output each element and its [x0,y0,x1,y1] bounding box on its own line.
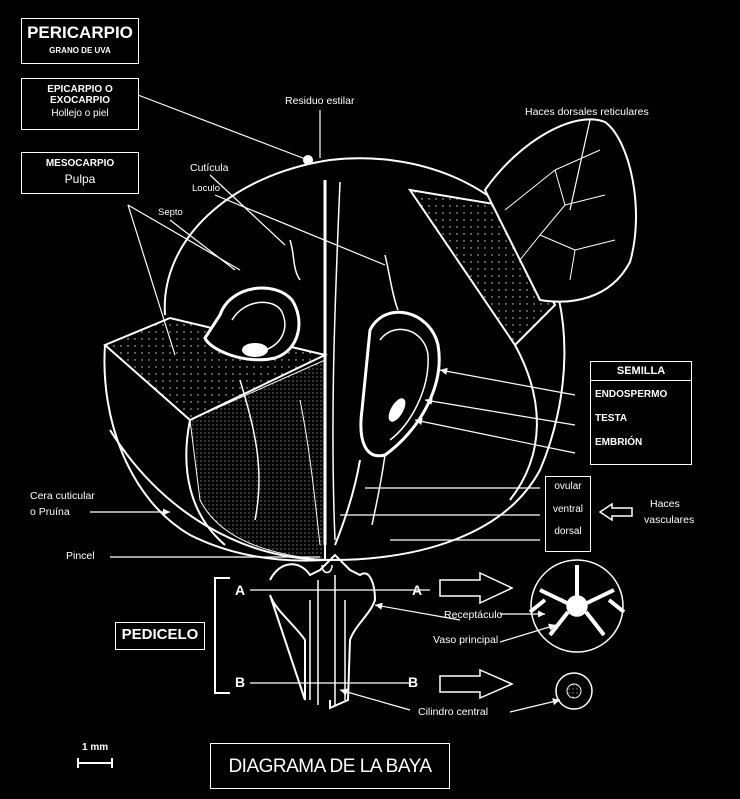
vascular-box: ovular ventral dorsal [545,476,591,552]
semilla-part-testa: TESTA [591,413,691,424]
vaso-principal-label: Vaso principal [433,634,498,646]
epicarpio-title-line2: EXOCARPIO [22,95,138,106]
cilindro-central-label: Cilindro central [418,706,488,718]
semilla-part-endospermo: ENDOSPERMO [591,389,691,400]
cera-label-2: o Pruína [30,506,70,518]
pedicelo-box: PEDICELO [115,622,205,650]
haces-vasculares-label-2: vasculares [644,514,694,526]
pedicelo-label: PEDICELO [116,626,204,643]
pedicel [270,555,375,708]
epicarpio-box: EPICARPIO O EXOCARPIO Hollejo o piel [21,78,139,130]
pericarpio-box: PERICARPIO GRANO DE UVA [21,18,139,64]
pericarpio-subtitle: GRANO DE UVA [22,46,138,55]
semilla-title: SEMILLA [590,362,692,381]
section-a-right: A [412,582,422,598]
mesocarpio-title: MESOCARPIO [22,158,138,169]
section-b-right: B [408,674,418,690]
semilla-box: SEMILLA ENDOSPERMO TESTA EMBRIÓN [590,361,692,465]
vascular-ovular: ovular [546,481,590,492]
vascular-dorsal: dorsal [546,526,590,537]
epicarpio-title-line1: EPICARPIO O [22,84,138,95]
section-a-left: A [235,582,245,598]
septo-label: Septo [158,207,183,218]
section-b-left: B [235,674,245,690]
loculo-label: Loculo [192,183,220,194]
receptaculo-label: Receptáculo [444,609,502,621]
mesocarpio-box: MESOCARPIO Pulpa [21,152,139,194]
pincel-label: Pincel [66,550,95,562]
diagram-title: DIAGRAMA DE LA BAYA [211,756,449,778]
semilla-part-embrion: EMBRIÓN [591,437,691,448]
cross-section-b [556,673,592,709]
haces-dorsales-label: Haces dorsales reticulares [525,106,649,118]
cuticula-label: Cutícula [190,162,229,174]
mesocarpio-subtitle: Pulpa [22,172,138,186]
pericarpio-title: PERICARPIO [22,23,138,43]
haces-vasculares-label-1: Haces [650,498,680,510]
diagram-title-box: DIAGRAMA DE LA BAYA [210,743,450,789]
pedicelo-bracket [215,578,230,693]
cera-label-1: Cera cuticular [30,490,95,502]
scale-label: 1 mm [82,742,108,753]
epicarpio-subtitle: Hollejo o piel [22,108,138,119]
residuo-estilar-label: Residuo estilar [285,95,354,107]
cross-section-a [530,560,624,652]
vascular-ventral: ventral [546,504,590,515]
